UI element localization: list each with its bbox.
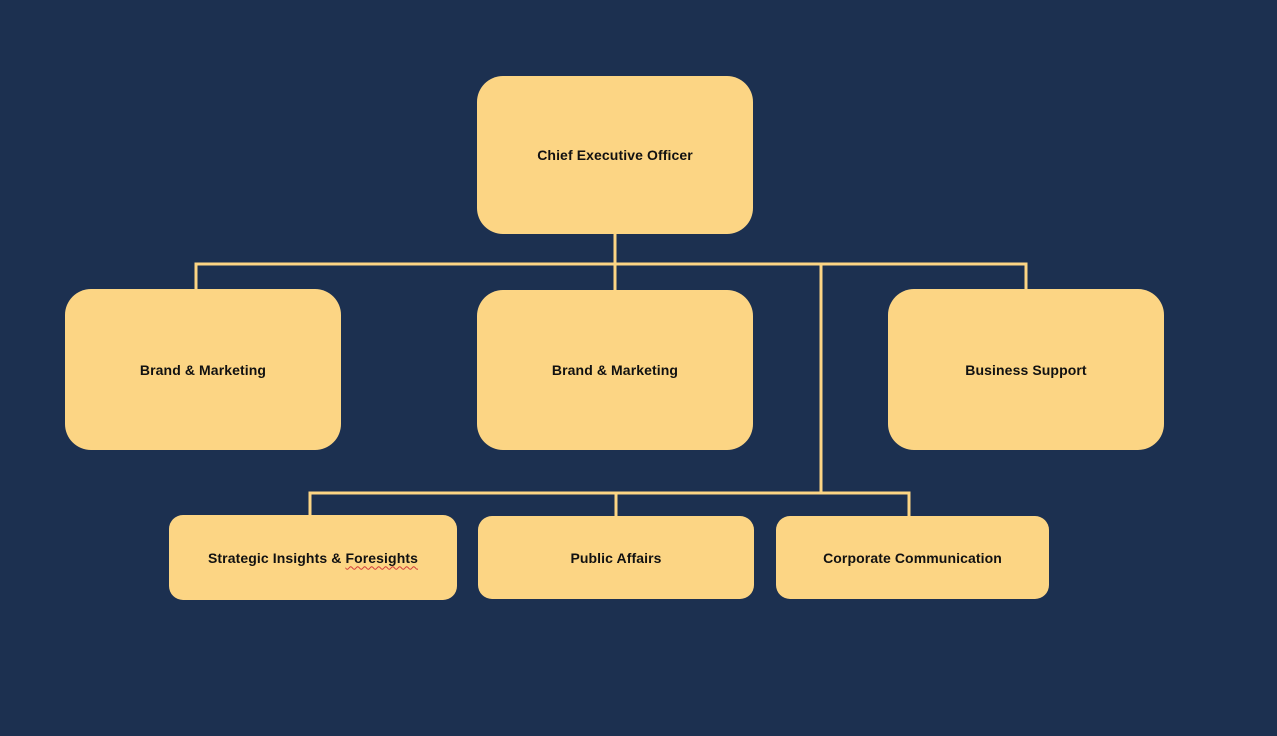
node-label: Corporate Communication [823, 549, 1002, 566]
node-public-affairs[interactable]: Public Affairs [478, 516, 754, 599]
node-corporate-communication[interactable]: Corporate Communication [776, 516, 1049, 599]
spellcheck-flagged-word: Foresights [345, 549, 419, 566]
node-label: Strategic Insights & Foresights [208, 550, 418, 566]
node-business-support[interactable]: Business Support [888, 289, 1164, 450]
node-label-main: Strategic Insights & [207, 549, 346, 566]
node-label: Brand & Marketing [551, 362, 679, 378]
node-brand-marketing-center[interactable]: Brand & Marketing [477, 290, 753, 450]
node-brand-marketing-left[interactable]: Brand & Marketing [65, 289, 341, 450]
node-label: Chief Executive Officer [537, 147, 693, 163]
node-chief-executive-officer[interactable]: Chief Executive Officer [477, 76, 753, 234]
node-strategic-insights-foresights[interactable]: Strategic Insights & Foresights [169, 515, 457, 600]
node-label: Brand & Marketing [139, 361, 267, 378]
node-label: Public Affairs [570, 549, 662, 566]
node-label: Business Support [965, 361, 1087, 378]
